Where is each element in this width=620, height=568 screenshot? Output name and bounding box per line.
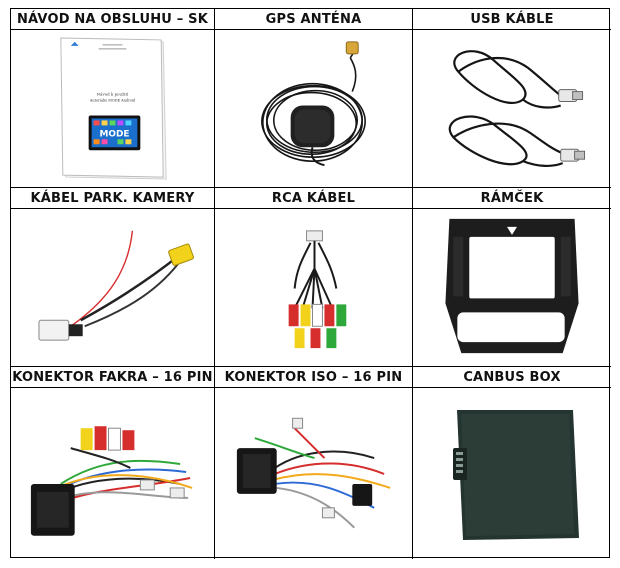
header-gps-antenna: GPS ANTÉNA: [215, 9, 413, 30]
canbus-box-image: [413, 388, 611, 559]
accessories-table: NÁVOD NA OBSLUHU – SK GPS ANTÉNA USB KÁB…: [10, 8, 611, 559]
header-canbus-box: CANBUS BOX: [413, 367, 611, 388]
header-frame: RÁMČEK: [413, 188, 611, 209]
manual-logo-text: MODE: [99, 129, 129, 139]
manual-subtitle-text: Autorádio MODE Android: [89, 99, 136, 103]
header-parking-camera-cable: KÁBEL PARK. KAMERY: [11, 188, 215, 209]
manual-image: Návod k použití Autorádio MODE Android M…: [11, 30, 215, 188]
header-iso-connector: KONEKTOR ISO – 16 PIN: [215, 367, 413, 388]
rca-cable-image: [215, 209, 413, 367]
header-usb-cables: USB KÁBLE: [413, 9, 611, 30]
fakra-connector-image: [11, 388, 215, 559]
gps-antenna-image: [215, 30, 413, 188]
header-rca-cable: RCA KÁBEL: [215, 188, 413, 209]
usb-cables-image: [413, 30, 611, 188]
frame-image: [413, 209, 611, 367]
header-manual: NÁVOD NA OBSLUHU – SK: [11, 9, 215, 30]
iso-connector-image: [215, 388, 413, 559]
parking-camera-cable-image: [11, 209, 215, 367]
manual-title-text: Návod k použití: [97, 92, 129, 97]
header-fakra-connector: KONEKTOR FAKRA – 16 PIN: [11, 367, 215, 388]
